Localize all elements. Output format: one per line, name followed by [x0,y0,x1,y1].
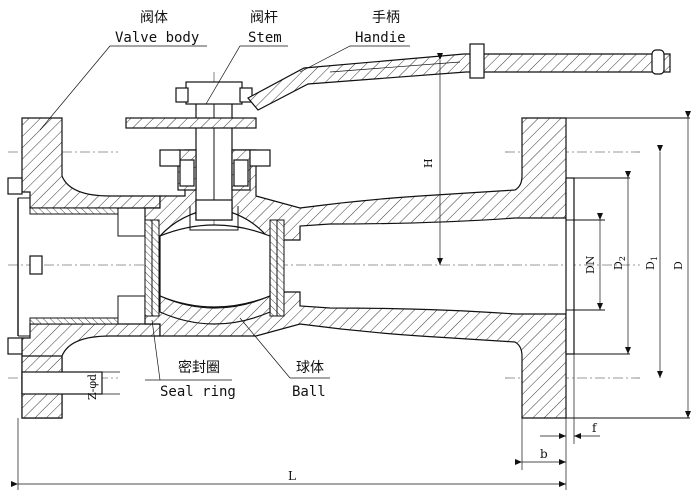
dim-D2-main: D [612,261,625,270]
right-flange [566,117,690,419]
stem [125,81,271,221]
dim-D2-sub: 2 [618,256,627,261]
dim-D2: D2 [612,256,627,270]
dim-bolts: Z-φd [86,374,99,400]
dim-D: D [672,261,685,270]
valve-body [7,117,575,419]
handle-label-cn: 手柄 [372,10,400,26]
valve-body-label-cn: 阀体 [140,10,168,26]
dim-D1-main: D [644,261,657,270]
ball-label-cn: 球体 [296,360,324,376]
ball [159,206,271,325]
dim-DN: DN [584,255,597,274]
stem-label-en: Stem [248,30,282,46]
seal-ring-label-en: Seal ring [160,384,236,400]
dim-f: f [592,421,598,435]
dim-b: b [540,447,548,461]
dim-L: L [288,469,296,483]
valve-body-label-en: Valve body [115,30,199,46]
dim-H: H [422,158,435,168]
dimension-labels: H DN D2 D1 D f b L Z-φd [86,158,685,483]
dim-D1: D1 [644,256,659,270]
ball-label-en: Ball [292,384,326,400]
left-insert [29,207,145,325]
dimension-lines [11,53,691,490]
handle-label-en: Handie [355,30,406,46]
stem-label-cn: 阀杆 [250,10,278,26]
seal-ring-label-cn: 密封圈 [178,359,220,376]
handle [247,43,671,111]
dim-D1-sub: 1 [650,256,659,261]
leader-lines [39,45,410,381]
callout-labels: 阀体 Valve body 阀杆 Stem 手柄 Handie 密封圈 Seal… [115,10,406,400]
